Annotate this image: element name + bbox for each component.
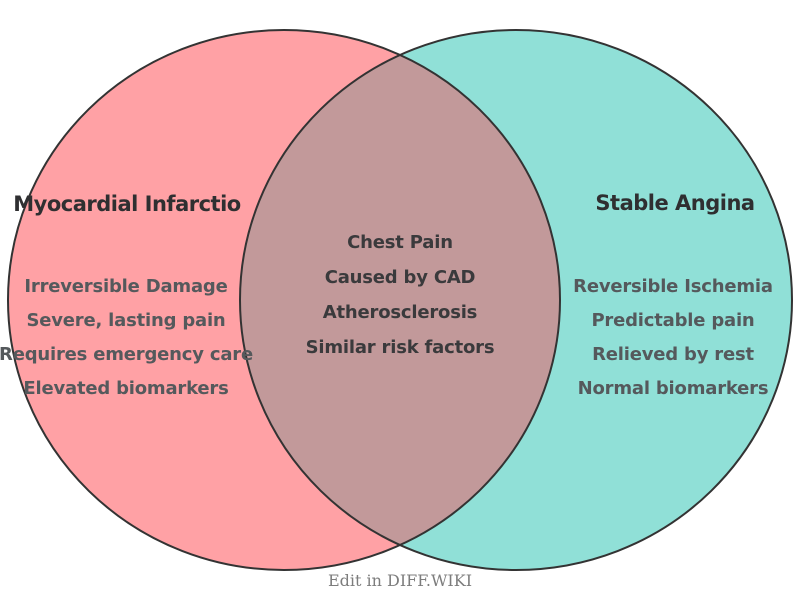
list-item: Chest Pain (347, 232, 453, 253)
right-set-items: Reversible Ischemia Predictable pain Rel… (523, 270, 800, 406)
edit-link[interactable]: Edit in DIFF.WIKI (327, 571, 473, 590)
right-circle-outline (239, 29, 793, 571)
list-item: Irreversible Damage (24, 276, 228, 297)
list-item: Elevated biomarkers (23, 378, 229, 399)
list-item: Severe, lasting pain (26, 310, 226, 331)
list-item: Atherosclerosis (322, 302, 478, 323)
list-item: Predictable pain (591, 310, 755, 331)
list-item: Caused by CAD (324, 267, 476, 288)
list-item: Relieved by rest (592, 344, 754, 365)
list-item: Reversible Ischemia (573, 276, 773, 297)
list-item: Requires emergency care (0, 344, 253, 365)
left-set-title: Myocardial Infarctio (13, 192, 241, 216)
overlap-set-items: Chest Pain Caused by CAD Atherosclerosis… (250, 225, 550, 365)
left-circle-outline (7, 29, 561, 571)
left-set-items: Irreversible Damage Severe, lasting pain… (0, 270, 276, 406)
overlap-region (239, 55, 561, 545)
list-item: Normal biomarkers (577, 378, 769, 399)
list-item: Similar risk factors (305, 337, 495, 358)
right-set-title: Stable Angina (595, 191, 755, 215)
